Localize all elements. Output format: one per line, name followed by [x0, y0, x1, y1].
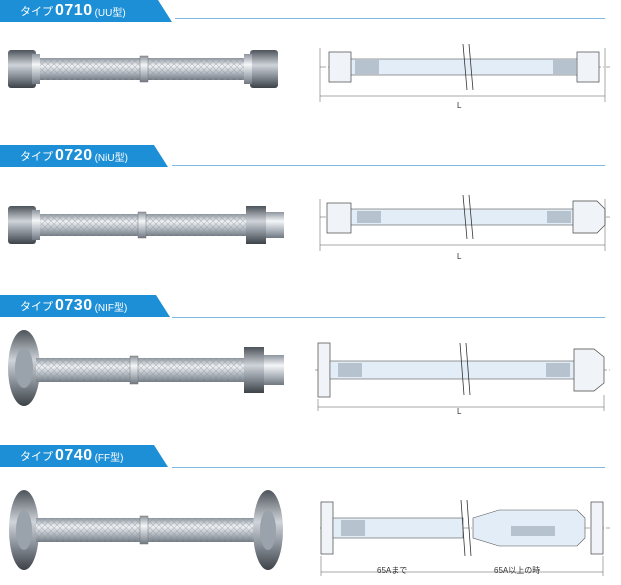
type-suffix: (UU型)	[94, 7, 126, 19]
section-0730: タイプ 0730 (NIF型) L	[0, 295, 621, 445]
type-prefix: タイプ	[20, 6, 53, 18]
hose-photo-0720	[8, 206, 284, 244]
hose-photo-0740	[9, 490, 283, 570]
type-tab-0740: タイプ 0740 (FF型)	[0, 445, 168, 467]
type-number: 0720	[55, 147, 93, 164]
section-rule	[172, 317, 605, 318]
drawing-0730	[315, 342, 610, 411]
type-tab-0720: タイプ 0720 (NiU型)	[0, 145, 168, 167]
dimension-label-left: 65Aまで	[377, 566, 408, 575]
section-rule	[172, 165, 605, 166]
type-tab-0710: タイプ 0710 (UU型)	[0, 0, 172, 22]
hose-photo-0710	[8, 50, 278, 88]
type-suffix: (NIF型)	[94, 302, 128, 314]
dimension-label: L	[457, 252, 462, 261]
type-prefix: タイプ	[20, 301, 53, 313]
type-suffix: (NiU型)	[94, 152, 128, 164]
section-0710: タイプ 0710 (UU型)	[0, 0, 621, 145]
section-0720: タイプ 0720 (NiU型) L	[0, 145, 621, 295]
type-number: 0710	[55, 2, 93, 19]
type-number: 0730	[55, 297, 93, 314]
section-rule	[172, 467, 605, 468]
type-prefix: タイプ	[20, 451, 53, 463]
section-0740: タイプ 0740 (FF型) 65Aまで 65A以上の時	[0, 445, 621, 585]
drawing-0710	[319, 43, 610, 102]
dimension-label-right: 65A以上の時	[494, 566, 541, 575]
type-suffix: (FF型)	[94, 452, 124, 464]
type-prefix: タイプ	[20, 151, 53, 163]
drawing-0740	[320, 499, 610, 576]
dimension-label: L	[457, 407, 462, 416]
type-number: 0740	[55, 447, 93, 464]
hose-photo-0730	[8, 330, 284, 406]
dimension-label: L	[457, 101, 462, 110]
type-tab-0730: タイプ 0730 (NIF型)	[0, 295, 170, 317]
section-rule	[175, 18, 605, 19]
drawing-0720	[319, 195, 610, 251]
